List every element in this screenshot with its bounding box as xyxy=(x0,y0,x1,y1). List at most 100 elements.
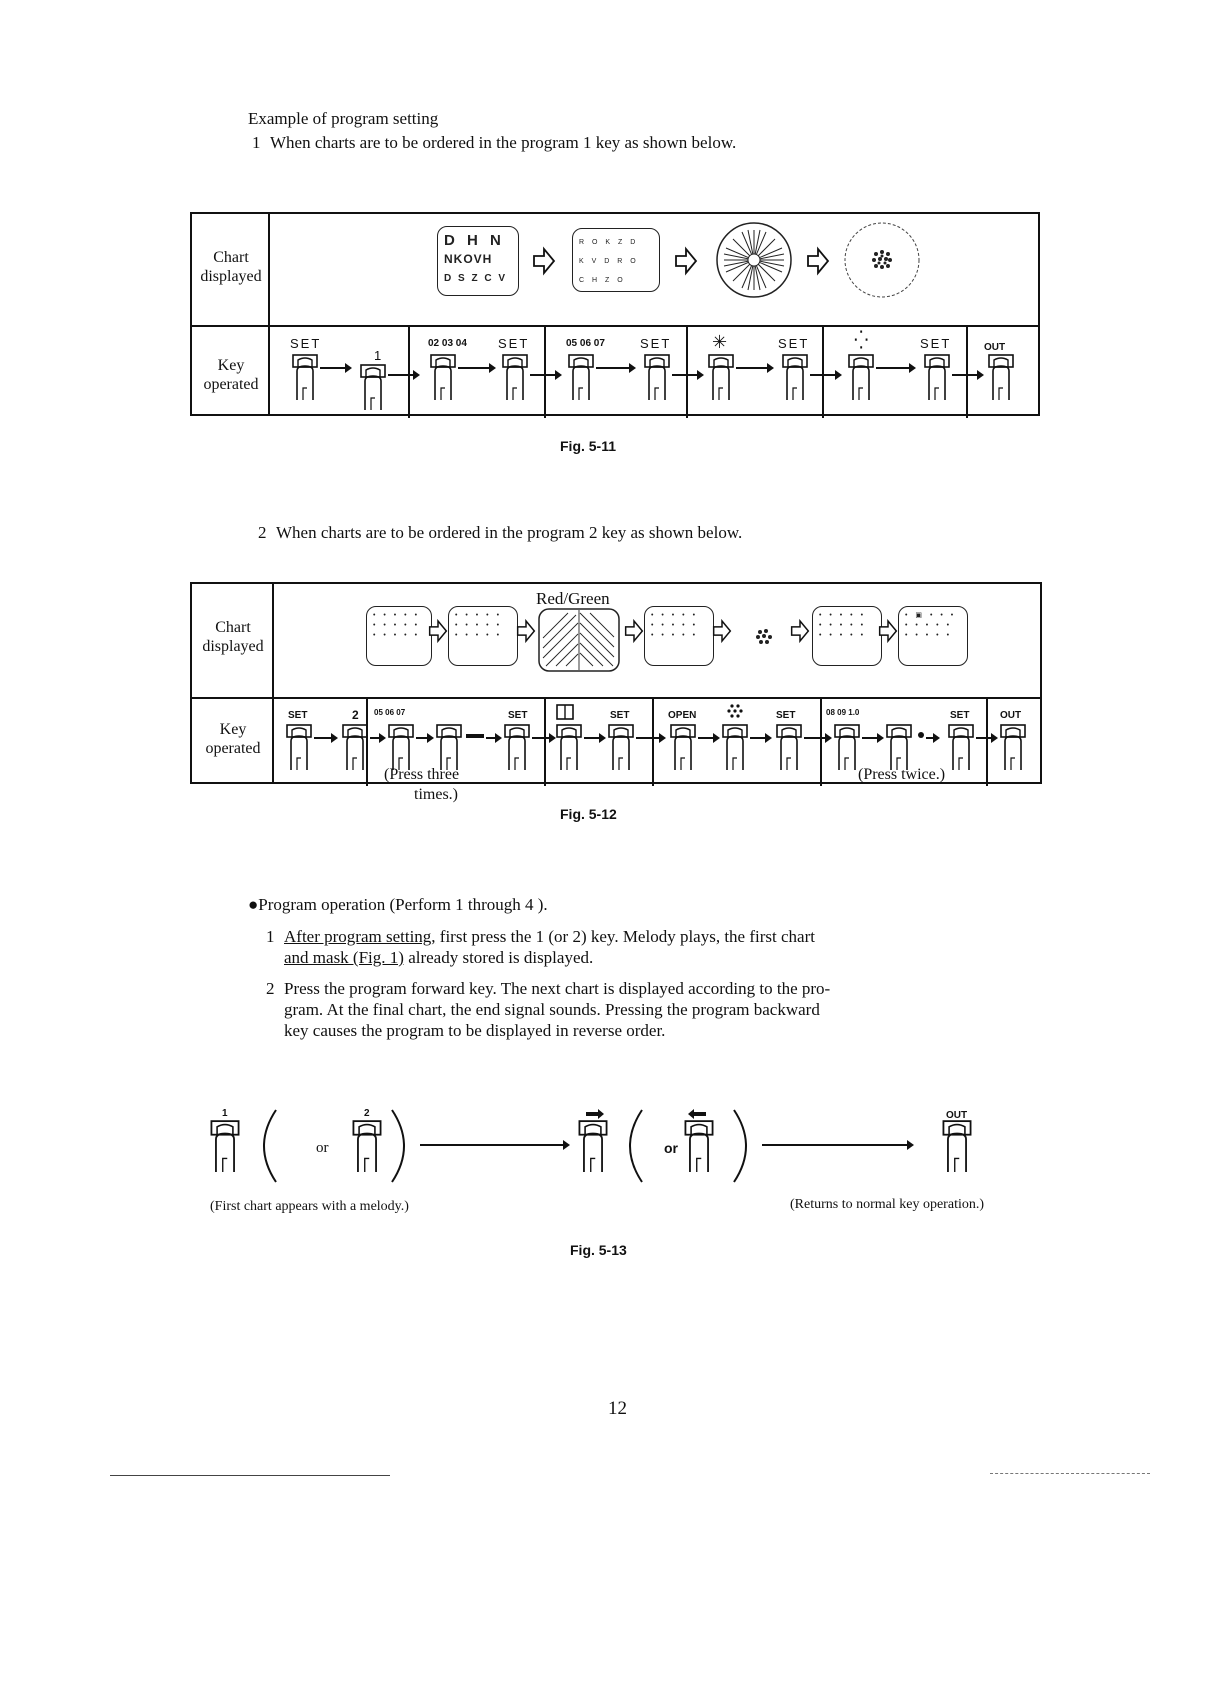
key-label: 2 xyxy=(352,708,359,722)
key-label: SET xyxy=(288,710,308,721)
set-key-icon xyxy=(948,724,974,770)
chart-line: NKOVH xyxy=(444,252,493,266)
fig-5-12-caption: Fig. 5-12 xyxy=(560,806,617,822)
key-label: SET xyxy=(640,336,672,351)
step-1-line2-rest: already stored is displayed. xyxy=(403,948,594,967)
out-key-icon xyxy=(1000,724,1026,770)
chart-displayed-label: Chart displayed xyxy=(202,619,264,655)
chart-line: D S Z C V xyxy=(444,273,508,284)
sequence-arrow xyxy=(672,370,704,380)
step-2-line: Press the program forward key. The next … xyxy=(284,979,831,998)
program-2-key-icon xyxy=(342,724,368,770)
key-label: 05 06 07 xyxy=(374,708,406,717)
chart-line: K V D R O xyxy=(579,258,639,265)
key-label: 05 06 07 xyxy=(566,338,605,349)
sequence-arrow xyxy=(736,363,774,373)
next-arrow-icon xyxy=(428,618,448,644)
sequence-arrow xyxy=(810,370,842,380)
sequence-arrow xyxy=(584,733,606,743)
mask-key-icon xyxy=(556,704,574,720)
step-1-number: 1 xyxy=(266,927,275,946)
key-label: SET xyxy=(778,336,810,351)
step-1-text: After program setting, first press the 1… xyxy=(284,926,972,968)
dot-chart-icon: • • • • •• • • • •• • • • • xyxy=(448,606,518,666)
chart-line: C H Z O xyxy=(579,277,626,284)
program-1-key-icon xyxy=(360,364,386,410)
set-key-icon xyxy=(608,724,634,770)
step-1-underlined: After program setting, xyxy=(284,927,436,946)
program-forward-key-icon xyxy=(578,1120,608,1172)
or-text: or xyxy=(316,1140,329,1156)
page-number: 12 xyxy=(608,1398,627,1419)
or-text: or xyxy=(664,1140,678,1156)
acuity-key-icon xyxy=(430,354,456,400)
repeat-dot xyxy=(918,732,924,738)
sequence-arrow xyxy=(596,363,636,373)
key-label: OUT xyxy=(1000,710,1022,721)
item2-number: 2 xyxy=(258,523,267,542)
open-paren-icon xyxy=(263,1109,277,1183)
set-key-icon xyxy=(286,724,312,770)
red-green-chart-icon xyxy=(538,608,620,672)
intro-item-text: When charts are to be ordered in the pro… xyxy=(270,133,737,152)
key-label: 2 xyxy=(364,1108,370,1119)
set-key-icon xyxy=(924,354,950,400)
set-key-icon xyxy=(644,354,670,400)
footer-rule-right xyxy=(990,1473,1150,1474)
intro-heading: Example of program setting xyxy=(248,109,439,128)
key-label: 1 xyxy=(222,1108,228,1119)
chart-displayed-label: Chart displayed xyxy=(200,249,262,285)
red-green-label: Red/Green xyxy=(536,589,610,608)
repeat-dash xyxy=(466,734,484,738)
letter-chart-2: R O K Z D K V D R O C H Z O xyxy=(572,228,660,292)
close-paren-icon xyxy=(391,1109,405,1183)
key-label: SET xyxy=(508,710,528,721)
sequence-arrow xyxy=(926,733,940,743)
chart-line: R O K Z D xyxy=(579,239,639,246)
program-backward-key-icon xyxy=(684,1120,714,1172)
sequence-arrow xyxy=(750,733,772,743)
key-label: ⁛ xyxy=(854,330,871,350)
dot-chart-icon: • ▣ • • •• • • • •• • • • • xyxy=(898,606,968,666)
sequence-arrow xyxy=(486,733,502,743)
sequence-arrow xyxy=(314,733,338,743)
key-label: 08 09 1.0 xyxy=(826,708,860,717)
next-arrow-icon xyxy=(624,618,644,644)
letter-chart-1: D H N NKOVH D S Z C V xyxy=(437,226,519,296)
sequence-arrow xyxy=(388,370,420,380)
sequence-arrow xyxy=(458,363,496,373)
sequence-arrow xyxy=(320,363,352,373)
close-paren-icon xyxy=(733,1109,747,1183)
astigmatic-key-icon xyxy=(708,354,734,400)
fig-5-13-caption: Fig. 5-13 xyxy=(570,1242,627,1258)
set-key-icon xyxy=(292,354,318,400)
key-label: SET xyxy=(920,336,952,351)
sequence-arrow xyxy=(420,1140,570,1150)
dot-cluster-key-icon xyxy=(848,354,874,400)
dot-chart-icon: • • • • •• • • • •• • • • • xyxy=(812,606,882,666)
mask-key-icon xyxy=(556,724,582,770)
key-label: 1 xyxy=(374,348,384,363)
key-label: SET xyxy=(950,710,970,721)
forward-icon xyxy=(586,1109,604,1119)
footer-rule-left xyxy=(110,1475,390,1476)
key-operated-label: Key operated xyxy=(205,721,261,757)
fig-5-11-table: Chart displayed Key operated D H N NKOVH… xyxy=(190,212,1040,418)
key-operated-label: Key operated xyxy=(203,357,259,393)
sequence-arrow xyxy=(876,363,916,373)
key-label: OUT xyxy=(946,1110,968,1121)
item2-text: When charts are to be ordered in the pro… xyxy=(276,523,743,542)
chart-line: D H N xyxy=(444,232,505,249)
next-arrow-icon xyxy=(712,618,732,644)
set-key-icon xyxy=(782,354,808,400)
sequence-arrow xyxy=(532,733,556,743)
next-arrow-icon xyxy=(790,618,810,644)
open-paren-icon xyxy=(629,1109,643,1183)
press-three-note-cont: times.) xyxy=(414,786,458,803)
step-1-line2-underlined: and mask (Fig. 1) xyxy=(284,948,404,967)
returns-note: (Returns to normal key operation.) xyxy=(790,1197,985,1212)
fig-5-11-caption: Fig. 5-11 xyxy=(560,438,617,454)
set-key-icon xyxy=(504,724,530,770)
press-twice-note: (Press twice.) xyxy=(858,766,946,783)
key-label: SET xyxy=(498,336,530,351)
